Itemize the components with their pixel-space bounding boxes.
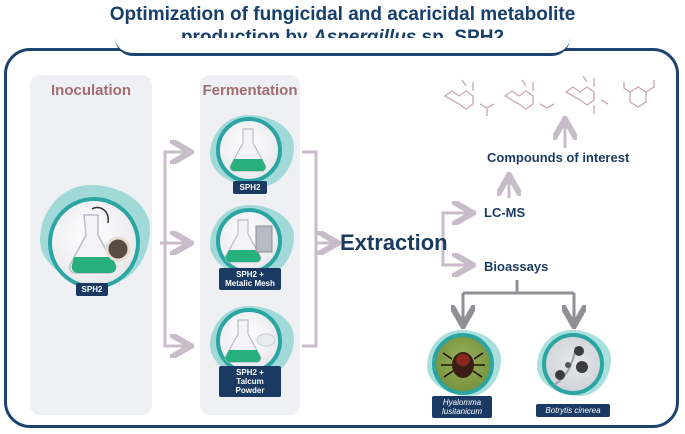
tick-circle xyxy=(432,333,494,395)
structure-2 xyxy=(503,79,555,110)
flask-3-label: SPH2 + Talcum Powder xyxy=(219,366,281,397)
arrow-to-bioassays xyxy=(441,243,470,265)
flask-icon xyxy=(224,319,276,363)
flask-icon xyxy=(68,206,131,274)
tick-label: Hyalomma lusitanicum xyxy=(432,396,492,418)
flask-2-circle xyxy=(216,208,282,274)
fungus-circle xyxy=(542,333,604,395)
flask-icon xyxy=(229,128,267,172)
arrow-to-lcms xyxy=(441,213,470,243)
fermentation-heading: Fermentation xyxy=(202,82,298,99)
structure-1 xyxy=(443,79,495,116)
compounds-label: Compounds of interest xyxy=(487,150,630,165)
structure-3 xyxy=(564,75,609,114)
arrow-to-flask-3 xyxy=(163,243,188,346)
fungus-icon xyxy=(553,346,588,386)
flask-1-circle xyxy=(216,117,282,183)
flask-2-label: SPH2 + Metalic Mesh xyxy=(219,268,281,290)
title-tab xyxy=(115,38,570,56)
inoculation-heading: Inoculation xyxy=(51,82,131,99)
fungus-label: Botrytis cinerea xyxy=(536,404,610,417)
bioassays-label: Bioassays xyxy=(484,259,549,274)
flask-3-circle xyxy=(216,308,282,374)
inoculation-flask-label: SPH2 xyxy=(76,283,108,296)
extraction-label: Extraction xyxy=(340,230,448,255)
fermentation-bracket xyxy=(302,150,318,348)
tick-icon xyxy=(441,352,485,378)
flask-icon xyxy=(224,219,273,263)
inoculation-flask-circle xyxy=(48,197,140,289)
diagram-title-line1: Optimization of fungicidal and acaricida… xyxy=(109,4,576,25)
compound-structures xyxy=(443,75,655,116)
structure-4 xyxy=(623,80,655,108)
lcms-label: LC-MS xyxy=(484,205,526,220)
arrow-to-flask-1 xyxy=(163,152,188,243)
flask-1-label: SPH2 xyxy=(233,181,267,194)
